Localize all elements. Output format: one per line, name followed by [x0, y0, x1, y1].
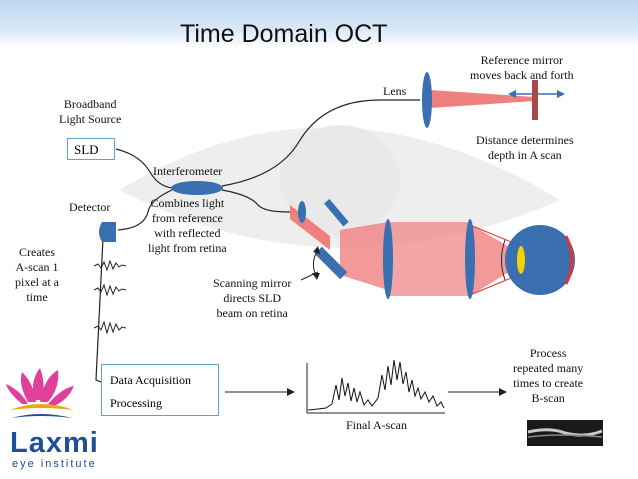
fiber-reference: [221, 99, 420, 187]
reference-lens: [422, 72, 432, 128]
data-acquisition-label: Data Acquisition: [110, 373, 191, 387]
retina: [564, 235, 574, 285]
scanning-mirror: [314, 246, 348, 280]
eye-background: [120, 125, 560, 248]
logo-subtitle: eye institute: [12, 458, 97, 470]
fiber-daq: [95, 237, 104, 383]
page-title: Time Domain OCT: [180, 20, 388, 48]
detector-label: Detector: [69, 200, 111, 214]
fiber-sld: [115, 148, 173, 189]
final-ascan-plot: [306, 359, 445, 414]
data-acquisition-box: Data Acquisition Processing: [101, 364, 219, 416]
reference-beam: [430, 90, 535, 108]
sample-beam-4: [470, 224, 525, 296]
eye-lens: [517, 246, 525, 274]
collimating-lens: [298, 201, 306, 223]
detector-signals: [93, 259, 127, 335]
sample-beam-3: [388, 222, 470, 296]
bscan-image: [527, 420, 603, 446]
interferometer-label: Interferometer: [153, 164, 223, 178]
title-bar: [0, 0, 638, 48]
objective-lens-2: [465, 219, 475, 299]
beam-splitter: [324, 198, 349, 227]
detector: [99, 222, 116, 242]
interferometer-coupler: [171, 181, 223, 195]
final-ascan-label: Final A-scan: [346, 418, 407, 432]
sld-box: SLD: [67, 138, 115, 160]
eyeball: [505, 225, 575, 295]
fiber-detector: [117, 189, 173, 231]
logo-name: Laxmi: [10, 427, 99, 459]
lens-label: Lens: [383, 84, 407, 98]
objective-lens-1: [383, 219, 393, 299]
reference-mirror: [532, 80, 538, 120]
logo-flower-icon: [6, 368, 74, 418]
fiber-sample: [221, 189, 291, 213]
sample-beam-2: [340, 222, 388, 290]
processing-label: Processing: [110, 396, 162, 410]
